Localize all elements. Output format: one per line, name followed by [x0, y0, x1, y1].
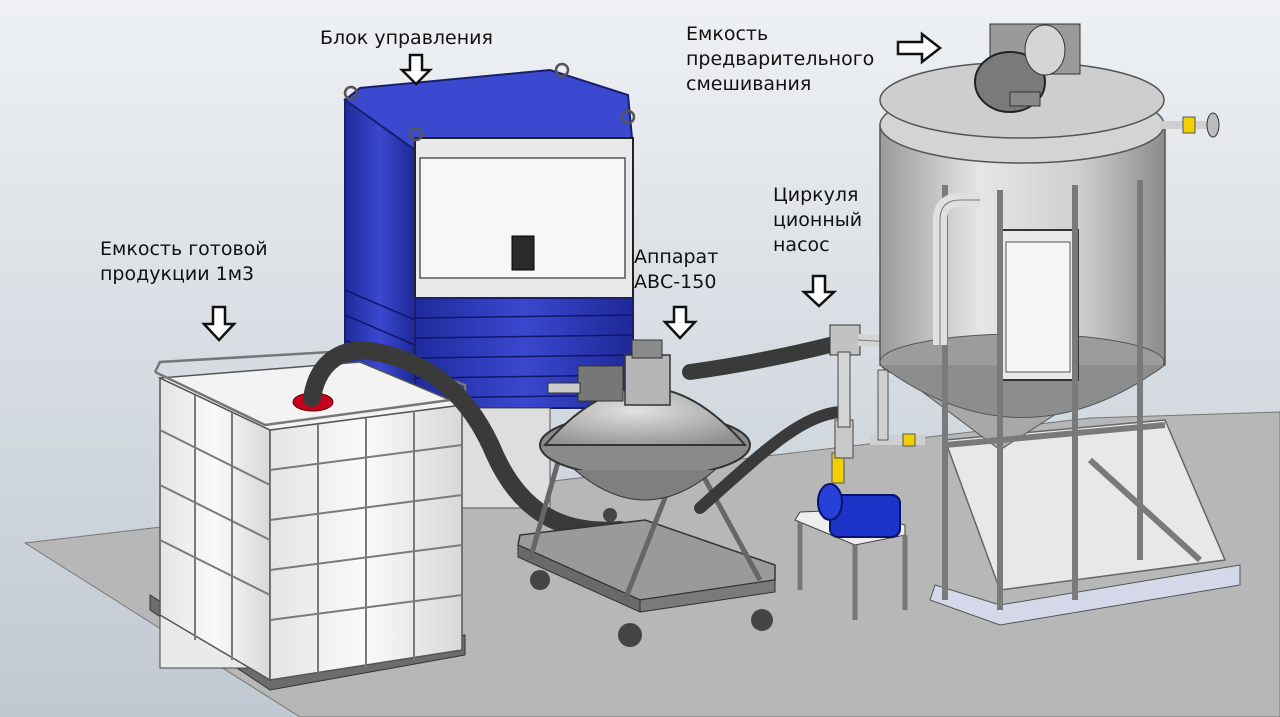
circulation-pump	[794, 419, 908, 620]
product-tank-label-line: Емкость готовой	[100, 238, 268, 260]
premix-tank-label: Емкость предварительного смешивания	[686, 22, 874, 97]
hose-to-product-tank	[303, 341, 629, 540]
product-tank-label-line: продукции 1м3	[100, 263, 255, 285]
premix-tank	[878, 23, 1241, 626]
product-tank-arrow-icon	[201, 305, 237, 342]
apparatus-label-line: Аппарат	[634, 246, 719, 268]
pump-label-line: Циркуля	[773, 184, 859, 206]
hose-apparatus-to-pump	[682, 337, 838, 380]
premix-tank-arrow-icon	[896, 31, 943, 65]
apparatus-label-line: АВС-150	[634, 271, 717, 293]
control-unit-arrow-icon	[398, 53, 434, 86]
pump-arrow-icon	[800, 274, 838, 308]
pump-label-line: насос	[773, 234, 830, 256]
apparatus-abc-150	[517, 339, 776, 647]
product-tank-label: Емкость готовой продукции 1м3	[100, 237, 268, 287]
pump-label-line: ционный	[773, 209, 863, 231]
premix-tank-label-line: смешивания	[686, 73, 812, 95]
premix-tank-label-line: Емкость	[686, 23, 769, 45]
premix-tank-label-line: предварительного	[686, 48, 875, 70]
pump-label: Циркуля ционный насос	[773, 183, 862, 258]
control-unit-label: Блок управления	[320, 27, 493, 49]
apparatus-arrow-icon	[662, 305, 698, 340]
hose-pump-return	[694, 406, 846, 514]
apparatus-label: Аппарат АВС-150	[634, 245, 718, 295]
